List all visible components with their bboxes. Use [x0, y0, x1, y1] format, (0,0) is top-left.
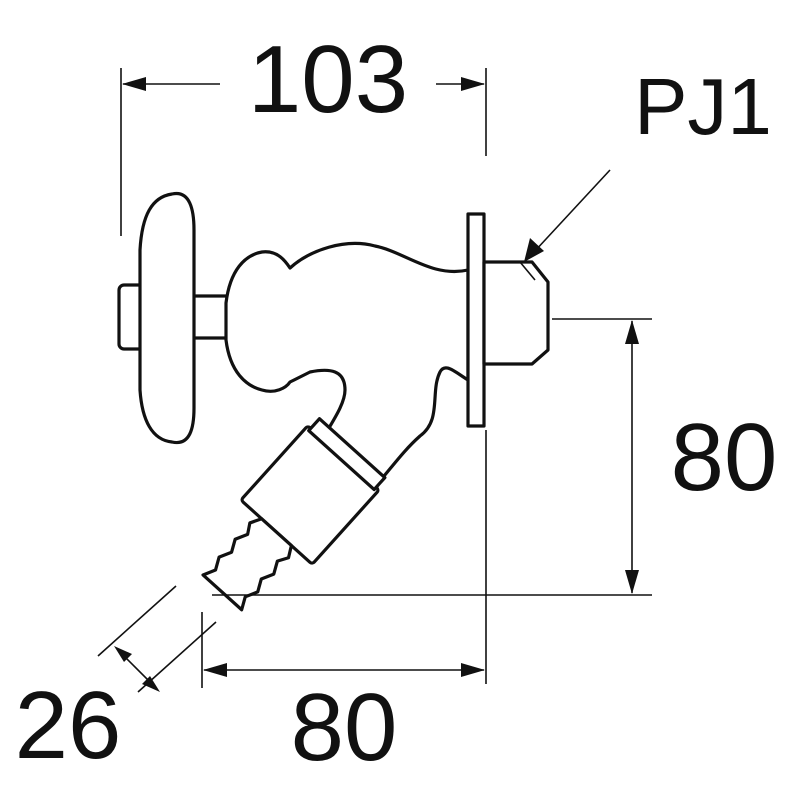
handle-wheel: [138, 191, 196, 445]
dimension-label-80-horizontal: 80: [291, 674, 398, 781]
pj1-leader-line: [533, 169, 611, 253]
pj1-leader-arrow: [524, 238, 544, 262]
outlet-flange: [466, 212, 486, 428]
arrow-26-b: [142, 676, 160, 692]
dimension-label-26: 26: [15, 672, 122, 779]
dimension-label-103: 103: [248, 26, 408, 133]
arrow-80v-top: [625, 320, 639, 344]
dimension-lines: [97, 68, 652, 693]
stem: [188, 294, 232, 340]
arrow-103-left: [122, 77, 146, 91]
arrow-26-a: [114, 646, 132, 662]
extension-line-26-a: [97, 585, 177, 657]
cap-nut-ring: [307, 417, 387, 492]
arrow-80v-bottom: [625, 570, 639, 594]
dimension-label-80-vertical: 80: [671, 404, 778, 511]
arrow-103-right: [461, 77, 485, 91]
valve-body-group: [117, 191, 550, 612]
thread-chamfer-line: [519, 261, 536, 281]
thread-label-pj1: PJ1: [634, 62, 772, 151]
valve-body: [224, 241, 470, 492]
arrow-80h-right: [461, 663, 485, 677]
hose-nozzle: [201, 517, 294, 612]
threaded-pipe-end: [482, 260, 550, 366]
arrow-80h-left: [203, 663, 227, 677]
